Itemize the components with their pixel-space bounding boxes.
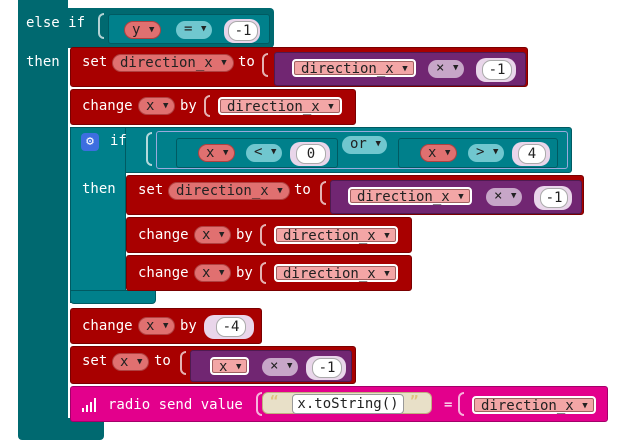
multiply-value[interactable]: -1 <box>482 60 512 80</box>
set3-to-keyword: to <box>154 353 171 369</box>
string-value[interactable]: x.toString() <box>292 394 404 414</box>
change4-variable[interactable]: x▼ <box>138 317 176 335</box>
else-if-keyword: else if <box>26 15 86 31</box>
inner-by-keyword-1: by <box>236 227 253 243</box>
then-keyword: then <box>26 54 60 70</box>
inner-set-keyword: set <box>138 182 164 198</box>
set3-multiply-left-variable[interactable]: x▼ <box>210 357 250 375</box>
set3-multiply-value[interactable]: -1 <box>312 358 342 378</box>
inner-multiply-operator[interactable]: ×▼ <box>486 188 523 206</box>
left-compare-value[interactable]: 0 <box>296 144 326 164</box>
if-block-spine <box>70 127 126 303</box>
string-close-quote: ” <box>410 394 419 410</box>
radio-value-socket <box>458 392 464 416</box>
change-value-variable[interactable]: direction_x▼ <box>218 97 342 115</box>
left-compare-variable[interactable]: x▼ <box>198 144 236 162</box>
else-if-socket <box>98 13 104 39</box>
signal-icon <box>82 398 96 412</box>
change-keyword: change <box>82 98 133 114</box>
string-open-quote: “ <box>270 394 279 410</box>
radio-eq-label: = <box>444 397 453 413</box>
set3-variable[interactable]: x▼ <box>112 353 150 371</box>
radio-send-label: radio send value <box>108 397 243 413</box>
to-keyword: to <box>238 54 255 70</box>
inner-multiply-left-variable[interactable]: direction_x▼ <box>348 187 472 205</box>
change4-by-keyword: by <box>180 318 197 334</box>
inner-change-keyword-2: change <box>138 265 189 281</box>
radio-value-variable[interactable]: direction_x▼ <box>472 396 596 414</box>
condition-variable[interactable]: y▼ <box>124 21 162 39</box>
if-block-bottom <box>70 290 156 304</box>
set-variable-dropdown[interactable]: direction_x▼ <box>112 54 234 72</box>
inner-multiply-value[interactable]: -1 <box>540 188 568 208</box>
if-condition-socket <box>146 132 152 166</box>
if-then-keyword: then <box>82 181 116 197</box>
change-variable-dropdown[interactable]: x▼ <box>138 97 176 115</box>
multiply-operator[interactable]: ×▼ <box>428 60 465 78</box>
multiply-left-variable[interactable]: direction_x▼ <box>292 59 416 77</box>
by-keyword: by <box>180 98 197 114</box>
set3-value-socket <box>180 351 186 375</box>
inner-change-variable-2[interactable]: x▼ <box>194 264 232 282</box>
else-if-block-spine[interactable] <box>18 0 68 436</box>
inner-to-keyword: to <box>294 182 311 198</box>
inner-change-value-1[interactable]: direction_x▼ <box>274 226 398 244</box>
inner-set-value-socket <box>320 181 326 205</box>
if-keyword: if <box>110 133 127 149</box>
inner-change-value-2[interactable]: direction_x▼ <box>274 264 398 282</box>
gear-icon[interactable]: ⚙ <box>81 133 99 151</box>
inner-by-keyword-2: by <box>236 265 253 281</box>
inner-change-socket-1 <box>260 224 266 246</box>
condition-operator[interactable]: =▼ <box>176 21 213 39</box>
radio-string-socket <box>256 392 262 416</box>
set-keyword: set <box>82 54 108 70</box>
change-value-socket <box>204 95 210 117</box>
else-if-bottom <box>18 418 104 440</box>
set3-keyword: set <box>82 353 108 369</box>
set3-multiply-operator[interactable]: ×▼ <box>262 358 299 376</box>
set-value-socket <box>262 53 268 77</box>
left-compare-operator[interactable]: <▼ <box>246 144 283 162</box>
change4-keyword: change <box>82 318 133 334</box>
or-operator[interactable]: or▼ <box>342 136 387 154</box>
condition-value[interactable]: -1 <box>228 21 258 41</box>
right-compare-variable[interactable]: x▼ <box>420 144 458 162</box>
inner-set-variable-dropdown[interactable]: direction_x▼ <box>168 182 290 200</box>
right-compare-operator[interactable]: >▼ <box>468 144 505 162</box>
change4-value[interactable]: -4 <box>216 317 246 337</box>
inner-change-keyword-1: change <box>138 227 189 243</box>
inner-change-socket-2 <box>260 262 266 284</box>
right-compare-value[interactable]: 4 <box>518 144 546 164</box>
inner-change-variable-1[interactable]: x▼ <box>194 226 232 244</box>
